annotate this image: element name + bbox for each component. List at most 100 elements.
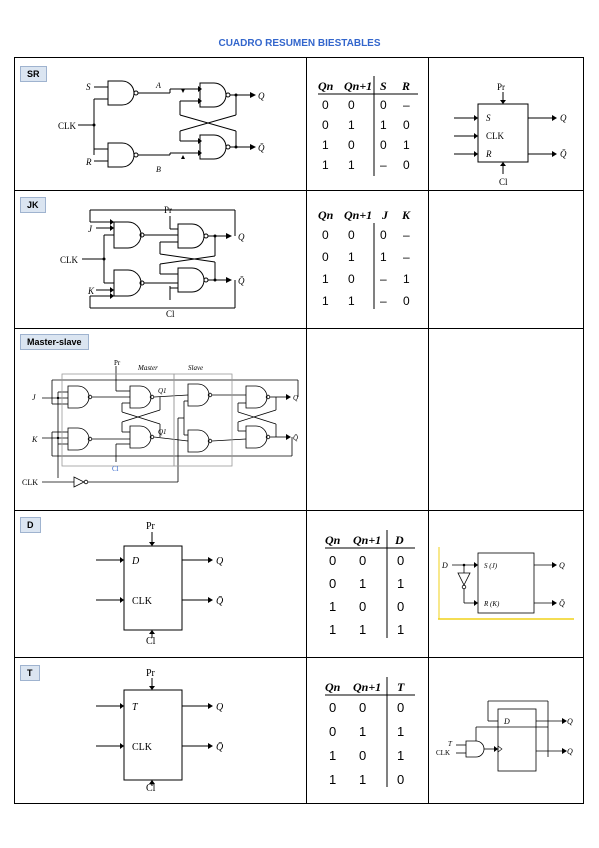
sr-cell: – xyxy=(380,158,387,172)
d-th-qn1: Qn+1 xyxy=(353,533,381,547)
t-impl-d: D xyxy=(503,717,510,726)
d-implementation: D S (J) R (K) Q Q̄ xyxy=(438,547,574,620)
d-impl-r: R (K) xyxy=(483,600,500,608)
t-th-qn1: Qn+1 xyxy=(353,680,381,694)
jk-cell: 0 xyxy=(322,250,329,264)
jk-cell: 1 xyxy=(348,250,355,264)
jk-th-k: K xyxy=(401,208,411,222)
t-cell: 1 xyxy=(359,724,366,739)
d-sym-q: Q xyxy=(216,556,224,567)
ms-qmbar-label: Q1 xyxy=(158,428,167,436)
t-sym-t: T xyxy=(132,702,139,713)
sr-sym-qbar: Q̄ xyxy=(560,149,567,159)
sr-cell: 0 xyxy=(348,98,355,112)
sr-b-label: B xyxy=(156,165,161,174)
t-cell: 0 xyxy=(329,700,336,715)
d-sym-clk: CLK xyxy=(132,596,153,607)
sr-cell: 1 xyxy=(403,138,410,152)
t-impl-q: Q xyxy=(567,717,573,726)
t-cell: 0 xyxy=(329,724,336,739)
d-sym-cl: Cl xyxy=(146,636,156,647)
t-cell: 1 xyxy=(329,748,336,763)
ms-q-label: Q xyxy=(293,394,298,402)
sr-table-svg: Qn Qn+1 S R 0 0 0 – 0 1 1 0 1 0 0 1 1 1 … xyxy=(318,76,418,176)
sr-circuit: S CLK R A B Q Q̄ xyxy=(58,80,265,174)
jk-cell: 0 xyxy=(348,228,355,242)
sr-cell: 1 xyxy=(322,138,329,152)
jk-table-svg: Qn Qn+1 J K 0 0 0 – 0 1 1 – 1 0 – 1 1 1 … xyxy=(318,208,411,309)
d-table-svg: Qn Qn+1 D 0 0 0 0 1 1 1 0 0 1 1 1 xyxy=(325,530,415,638)
jk-cell: – xyxy=(403,228,410,242)
sr-cell: – xyxy=(403,98,410,112)
sr-sym-s: S xyxy=(486,113,491,123)
summary-grid xyxy=(14,57,584,804)
d-impl-d: D xyxy=(441,561,448,570)
jk-cell: 1 xyxy=(348,294,355,308)
d-th-d: D xyxy=(394,533,404,547)
ms-slave-label: Slave xyxy=(188,364,203,372)
jk-j-label: J xyxy=(88,224,93,234)
sr-cell: 1 xyxy=(322,158,329,172)
row-divider xyxy=(14,510,584,511)
jk-cell: 0 xyxy=(322,228,329,242)
row-divider xyxy=(14,328,584,329)
sr-cell: 1 xyxy=(380,118,387,132)
sr-s-label: S xyxy=(86,82,91,92)
t-sym-clk: CLK xyxy=(132,742,153,753)
d-cell: 0 xyxy=(359,553,366,568)
jk-th-qn1: Qn+1 xyxy=(344,208,372,222)
sr-sym-pr: Pr xyxy=(497,82,505,92)
sr-clk-label: CLK xyxy=(58,121,77,131)
section-label-d: D xyxy=(20,517,41,533)
ms-clk-label: CLK xyxy=(22,478,38,487)
column-divider xyxy=(428,57,429,804)
sr-r-label: R xyxy=(85,157,92,167)
sr-cell: 0 xyxy=(348,138,355,152)
d-cell: 0 xyxy=(397,553,404,568)
jk-circuit: Pr J CLK K Cl Q Q̄ xyxy=(60,205,245,319)
sr-sym-r: R xyxy=(485,149,492,159)
ms-master-label: Master xyxy=(137,364,158,372)
t-impl-clk: CLK xyxy=(436,749,450,757)
jk-cell: 0 xyxy=(403,294,410,308)
t-sym-cl: Cl xyxy=(146,783,156,794)
jk-k-label: K xyxy=(87,286,95,296)
t-impl-t: T xyxy=(448,740,453,748)
sr-th-qn1: Qn+1 xyxy=(344,79,372,93)
jk-pr-label: Pr xyxy=(164,205,172,215)
d-impl-q: Q xyxy=(559,561,565,570)
ms-j-label: J xyxy=(32,393,36,402)
ms-k-label: K xyxy=(31,435,38,444)
d-cell: 0 xyxy=(397,599,404,614)
t-cell: 0 xyxy=(397,772,404,787)
sr-cell: 0 xyxy=(380,98,387,112)
t-cell: 1 xyxy=(359,772,366,787)
t-implementation: D T CLK Q Q xyxy=(436,700,573,772)
sr-cell: 1 xyxy=(348,158,355,172)
column-divider xyxy=(306,57,307,804)
sr-qbar-label: Q̄ xyxy=(258,143,265,153)
d-cell: 1 xyxy=(397,622,404,637)
sr-sym-clk: CLK xyxy=(486,131,505,141)
t-sym-qbar: Q̄ xyxy=(216,741,224,753)
t-cell: 0 xyxy=(397,700,404,715)
d-cell: 0 xyxy=(329,576,336,591)
d-cell: 1 xyxy=(329,622,336,637)
jk-cell: – xyxy=(403,250,410,264)
t-th-qn: Qn xyxy=(325,680,341,694)
page-title: CUADRO RESUMEN BIESTABLES xyxy=(218,38,381,49)
sr-a-label: A xyxy=(155,81,161,90)
sr-q-label: Q xyxy=(258,91,265,101)
jk-clk-label: CLK xyxy=(60,255,79,265)
d-symbol: Pr D CLK Cl Q Q̄ xyxy=(96,521,224,647)
t-cell: 1 xyxy=(397,724,404,739)
t-sym-q: Q xyxy=(216,702,224,713)
t-impl-qbar: Q xyxy=(567,747,573,756)
d-cell: 1 xyxy=(359,576,366,591)
section-label-t: T xyxy=(20,665,40,681)
master-slave-circuit: Pr Master Slave J K CLK Cl Q1 Q1 Q Q̄ xyxy=(22,359,299,488)
t-table-svg: Qn Qn+1 T 0 0 0 0 1 1 1 0 1 1 1 0 xyxy=(325,677,415,787)
sr-th-qn: Qn xyxy=(318,79,334,93)
d-cell: 1 xyxy=(359,622,366,637)
t-cell: 0 xyxy=(359,748,366,763)
